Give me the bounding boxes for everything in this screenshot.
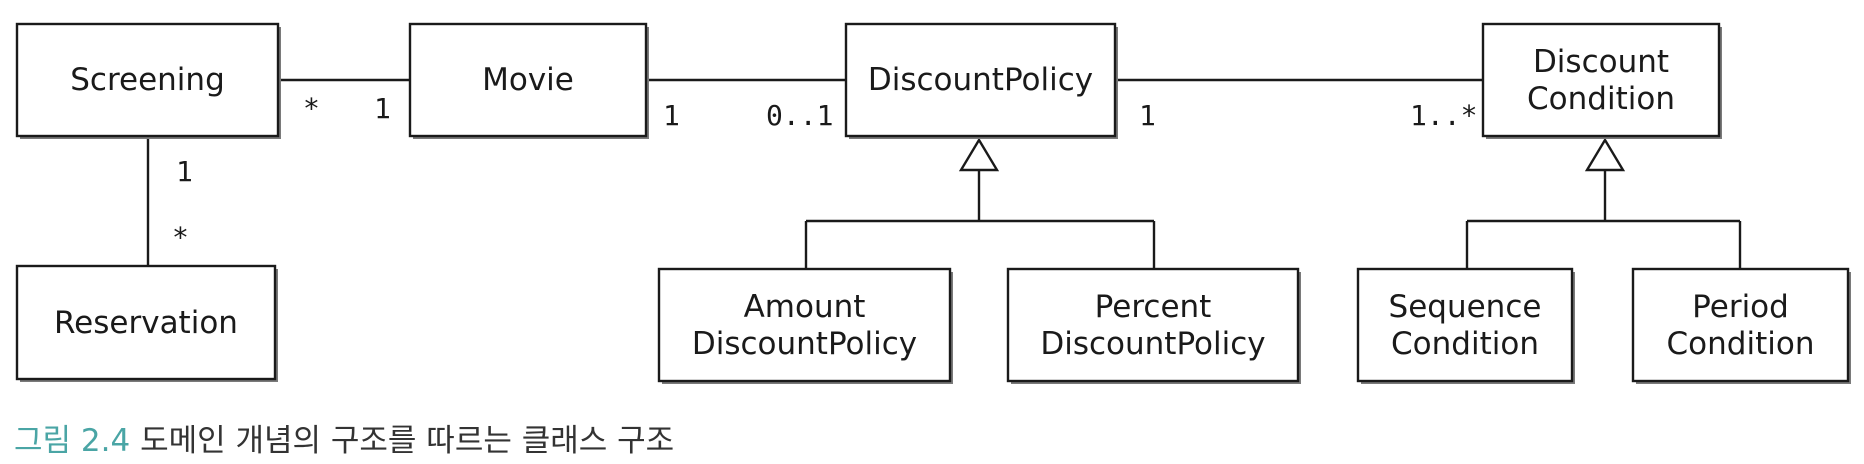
class-amount-discount-policy: Amount DiscountPolicy: [657, 267, 953, 384]
connectors: [146, 78, 1742, 269]
class-label: Screening: [70, 62, 225, 98]
figure-caption: 그림 2.4 도메인 개념의 구조를 따르는 클래스 구조: [14, 415, 674, 460]
class-sequence-condition: Sequence Condition: [1356, 267, 1575, 384]
class-label: DiscountPolicy: [692, 326, 917, 362]
class-label: Amount: [744, 289, 866, 325]
class-label: Sequence: [1389, 289, 1542, 325]
multiplicity-label: *: [303, 92, 320, 125]
class-label: Condition: [1667, 326, 1815, 362]
class-label: DiscountPolicy: [868, 62, 1093, 98]
class-label: DiscountPolicy: [1040, 326, 1265, 362]
class-period-condition: Period Condition: [1631, 267, 1851, 384]
multiplicity-label: 1: [176, 155, 193, 188]
multiplicity-label: 1..*: [1410, 99, 1477, 132]
class-percent-discount-policy: Percent DiscountPolicy: [1006, 267, 1301, 384]
figure-number: 그림 2.4: [14, 423, 131, 459]
class-movie: Movie: [408, 22, 649, 139]
class-label: Discount: [1533, 44, 1669, 80]
multiplicity-label: 1: [1139, 99, 1156, 132]
class-label: Period: [1692, 289, 1789, 325]
class-diagram: Screening Movie DiscountPolicy Discount …: [15, 22, 1851, 384]
class-discount-condition: Discount Condition: [1481, 22, 1722, 139]
multiplicity-label: *: [172, 221, 189, 254]
inheritance-triangle-icon: [958, 137, 1000, 172]
class-screening: Screening: [15, 22, 281, 139]
class-label: Percent: [1095, 289, 1212, 325]
class-label: Reservation: [54, 305, 238, 341]
class-discount-policy: DiscountPolicy: [844, 22, 1118, 139]
class-label: Condition: [1527, 81, 1675, 117]
figure-title: 도메인 개념의 구조를 따르는 클래스 구조: [140, 423, 675, 459]
class-reservation: Reservation: [15, 264, 278, 382]
class-label: Condition: [1391, 326, 1539, 362]
multiplicity-label: 0..1: [766, 99, 833, 132]
multiplicity-label: 1: [374, 92, 391, 125]
multiplicity-label: 1: [663, 99, 680, 132]
class-label: Movie: [482, 62, 574, 98]
inheritance-triangle-icon: [1584, 137, 1626, 172]
multiplicity-labels: * 1 1 0..1 1 1..* 1 *: [172, 92, 1477, 254]
